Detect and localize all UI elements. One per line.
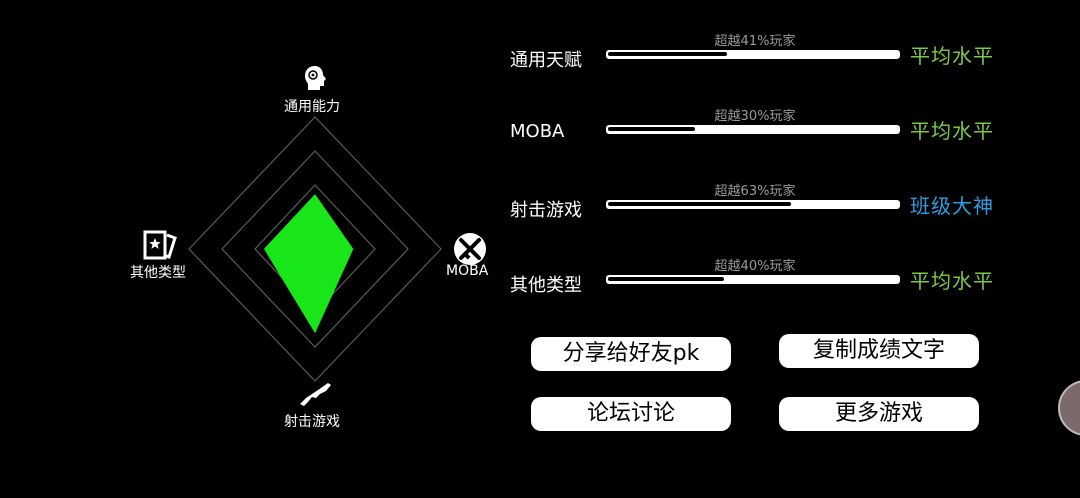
axis-label-moba: MOBA: [446, 263, 489, 279]
progress-bar-fill: [608, 127, 695, 131]
stat-name: 射击游戏: [510, 200, 582, 221]
stat-percent-text: 超越63%玩家: [714, 184, 796, 199]
progress-bar: [606, 200, 900, 209]
progress-bar: [606, 125, 900, 134]
stat-rank: 平均水平: [910, 269, 994, 293]
stat-row-other: 其他类型 超越40%玩家 平均水平: [510, 259, 1070, 301]
radar-ring-middle: [221, 150, 409, 348]
stat-percent-text: 超越40%玩家: [714, 259, 796, 274]
stat-percent-text: 超越30%玩家: [714, 109, 796, 124]
share-pk-button[interactable]: 分享给好友pk: [531, 337, 731, 371]
stat-name: 其他类型: [510, 275, 582, 296]
stat-rank: 平均水平: [910, 44, 994, 68]
stat-name: 通用天赋: [510, 50, 582, 71]
progress-bar-fill: [608, 52, 727, 56]
radar-svg: [188, 116, 442, 382]
copy-results-button[interactable]: 复制成绩文字: [779, 334, 979, 368]
radar-data-shape: [263, 194, 354, 334]
stat-rank: 班级大神: [910, 194, 994, 218]
progress-bar-fill: [608, 202, 791, 206]
crossed-swords-icon: [454, 233, 486, 265]
head-gear-icon: [305, 66, 326, 90]
axis-label-shooter: 射击游戏: [284, 414, 340, 430]
stat-rank: 平均水平: [910, 119, 994, 143]
forum-button[interactable]: 论坛讨论: [531, 397, 731, 431]
stat-row-shooter: 射击游戏 超越63%玩家 班级大神: [510, 184, 1070, 226]
progress-bar: [606, 50, 900, 59]
progress-bar-fill: [608, 277, 724, 281]
radar-chart: 通用能力 MOBA 射击游戏 其他类型: [130, 66, 489, 430]
star-card-icon: [143, 230, 177, 260]
radar-ring-outer: [188, 116, 442, 382]
stat-percent-text: 超越41%玩家: [714, 34, 796, 49]
axis-label-general: 通用能力: [284, 99, 340, 115]
progress-bar: [606, 275, 900, 284]
floating-avatar-badge[interactable]: [1058, 380, 1080, 436]
more-games-button[interactable]: 更多游戏: [779, 397, 979, 431]
rifle-icon: [300, 383, 331, 406]
stat-name: MOBA: [510, 121, 565, 142]
stat-row-moba: MOBA 超越30%玩家 平均水平: [510, 109, 1070, 151]
axis-label-other: 其他类型: [130, 265, 186, 281]
stat-row-general: 通用天赋 超越41%玩家 平均水平: [510, 34, 1070, 76]
